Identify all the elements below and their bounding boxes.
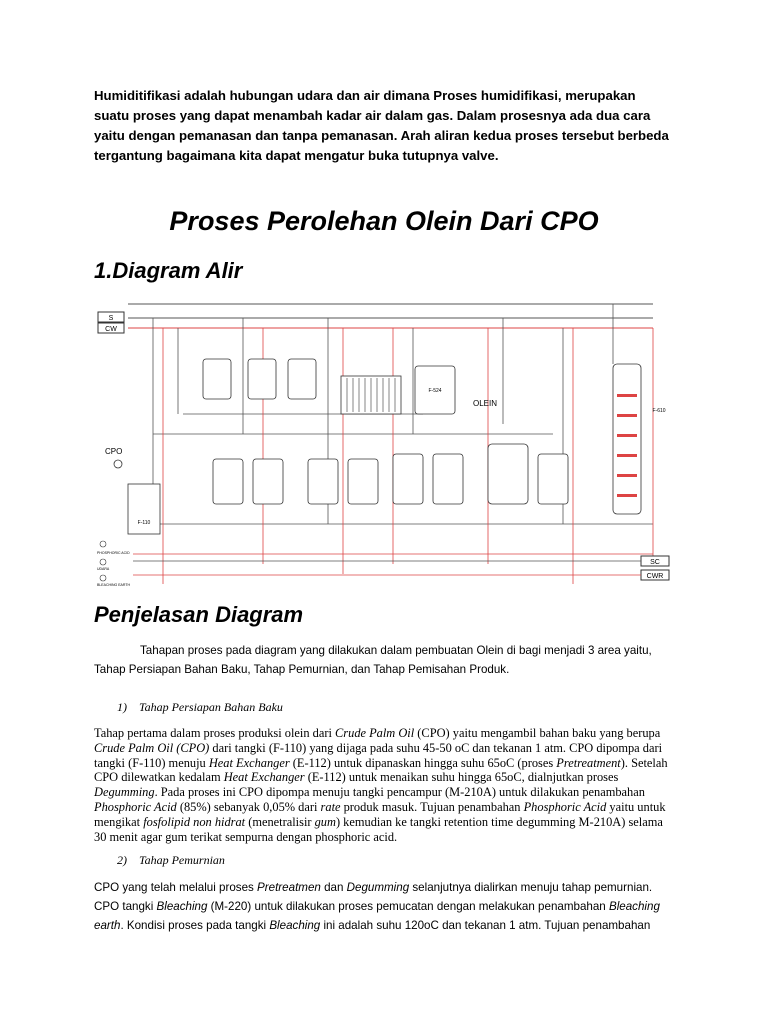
cpo-pump-icon [113,459,123,469]
label-box-s [97,311,125,323]
product-tank-right [641,380,653,386]
subheading-step-1: 1)Tahap Persiapan Bahan Baku [117,700,283,714]
label-cw: CW [105,326,117,333]
label-phosphoric-acid: PHOSPHORIC ACID [97,551,130,555]
cooling-piping [133,328,654,584]
label-cpo: CPO [105,447,122,456]
label-udara: UDARA [97,567,110,571]
section-heading-diagram: 1.Diagram Alir [94,258,243,283]
explanation-paragraph: Tahapan proses pada diagram yang dilakuk… [94,644,652,676]
intro-paragraph: Humiditifikasi adalah hubungan udara dan… [94,88,669,163]
utility-line-s [128,303,653,329]
bottom-feed-labels: PHOSPHORIC ACID UDARA BLEACHING EARTH [97,540,130,587]
label-tank-right: F-610 [652,408,665,414]
column-trays [617,394,637,497]
feed-tank [127,483,161,535]
paragraph-step-2: CPO yang telah melalui proses Pretreatme… [94,881,660,932]
page-title: Proses Perolehan Olein Dari CPO [169,206,599,236]
process-flow-diagram: S CW F [97,303,670,587]
subheading-step-2: 2)Tahap Pemurnian [117,853,225,867]
section-heading-explanation: Penjelasan Diagram [94,602,304,627]
label-bleaching-earth: BLEACHING EARTH [97,583,130,587]
bottom-vessels [212,443,569,505]
label-s: S [109,315,114,322]
label-olein: OLEIN [473,399,497,408]
label-box-cw [97,322,125,334]
label-feed-tank: F-110 [138,520,151,526]
paragraph-step-1: Tahap pertama dalam proses produksi olei… [94,726,668,844]
label-sc: SC [650,559,660,566]
label-olein-tank: F-524 [428,388,441,394]
label-cwr: CWR [647,573,664,580]
heat-exchanger-coils [346,378,396,412]
